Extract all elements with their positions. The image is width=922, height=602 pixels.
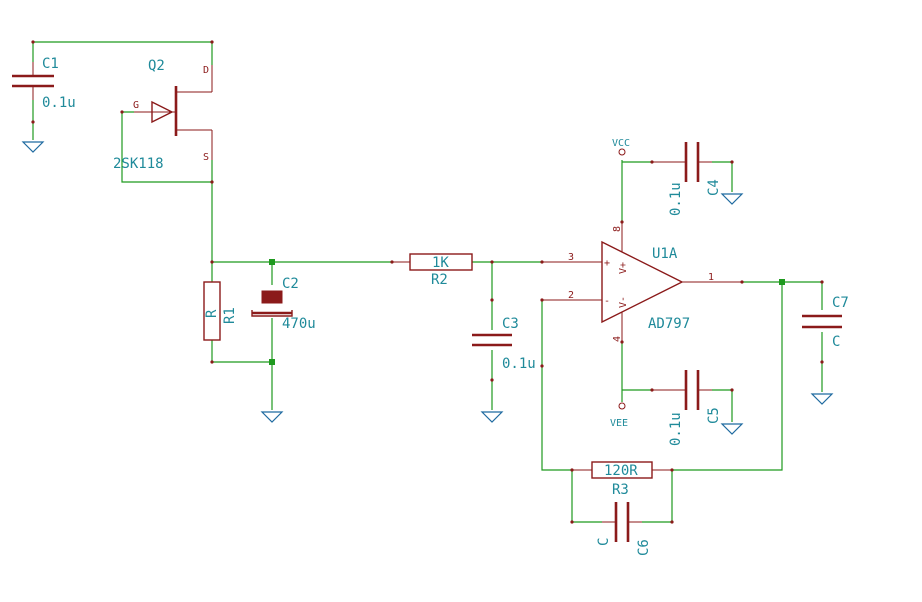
vee-label: VEE (610, 418, 628, 429)
ground-icon (21, 141, 45, 153)
u1a-value: AD797 (648, 316, 690, 332)
c5-value: 0.1u (668, 412, 684, 446)
r1-ref: R1 (222, 307, 238, 324)
c4-value: 0.1u (668, 182, 684, 216)
u1a-vminus: V- (618, 296, 629, 308)
capacitor-c6[interactable]: C C6 (596, 502, 652, 556)
r2-value: 1K (432, 255, 449, 271)
u1a-plus: + (604, 258, 610, 269)
capacitor-c4[interactable]: C4 0.1u (652, 142, 722, 216)
c3-ref: C3 (502, 316, 519, 332)
junction-dot (779, 279, 785, 285)
capacitor-c3[interactable]: C3 0.1u (472, 316, 536, 372)
c5-ref: C5 (706, 407, 722, 424)
c6-value: C (596, 538, 612, 546)
r3-value: 120R (604, 463, 638, 479)
q2-pin-s: S (203, 152, 209, 163)
wire-top (33, 41, 213, 65)
c7-ref: C7 (832, 295, 849, 311)
resistor-r1[interactable]: R R1 (203, 281, 238, 341)
capacitor-c2[interactable]: C2 470u (251, 276, 316, 332)
ground-icon (480, 411, 504, 423)
wire-feedback-right (672, 282, 783, 471)
vcc-label: VCC (612, 138, 630, 149)
u1a-pin1: 1 (708, 272, 714, 283)
pin-endpoints (31, 40, 824, 524)
power-vee: VEE (610, 402, 628, 429)
r3-ref: R3 (612, 482, 629, 498)
ground-icon (720, 423, 744, 435)
c7-value: C (832, 334, 840, 350)
ground-icon (810, 393, 834, 405)
junction-dot (269, 259, 275, 265)
u1a-pin3: 3 (568, 252, 574, 263)
c2-ref: C2 (282, 276, 299, 292)
r2-ref: R2 (431, 272, 448, 288)
capacitor-c7[interactable]: C7 C (802, 295, 849, 350)
u1a-pin2: 2 (568, 290, 574, 301)
u1a-pin4: 4 (612, 336, 623, 342)
resistor-r3[interactable]: 120R R3 (572, 461, 672, 498)
junctions (269, 259, 785, 365)
c6-ref: C6 (636, 539, 652, 556)
power-vcc: VCC (612, 138, 630, 156)
ground-icon (260, 411, 284, 423)
u1a-minus: - (604, 296, 610, 307)
capacitor-c1[interactable]: C1 0.1u (12, 56, 76, 111)
wire-r1-bottom (211, 340, 272, 363)
q2-ref: Q2 (148, 58, 165, 74)
wire-feedback-left (541, 300, 572, 471)
junction-dot (269, 359, 275, 365)
c3-value: 0.1u (502, 356, 536, 372)
c1-value: 0.1u (42, 95, 76, 111)
q2-value: 2SK118 (113, 156, 164, 172)
u1a-vplus: V+ (618, 262, 629, 274)
q2-pin-g: G (133, 100, 139, 111)
resistor-r2[interactable]: 1K R2 (392, 253, 473, 288)
u1a-ref: U1A (652, 246, 678, 262)
c4-ref: C4 (706, 179, 722, 196)
q2-pin-d: D (203, 65, 209, 76)
ground-icon (720, 193, 744, 205)
wire-gate-source (121, 111, 212, 183)
c2-value: 470u (282, 316, 316, 332)
u1a-pin8: 8 (612, 226, 623, 232)
ground-symbols (21, 141, 834, 435)
transistor-q2[interactable]: Q2 2SK118 D G S (113, 58, 213, 172)
capacitor-c5[interactable]: C5 0.1u (652, 370, 722, 446)
opamp-u1a[interactable]: U1A AD797 + - V+ V- 3 2 8 4 1 (542, 222, 742, 342)
r1-value: R (204, 309, 220, 318)
c1-ref: C1 (42, 56, 59, 72)
